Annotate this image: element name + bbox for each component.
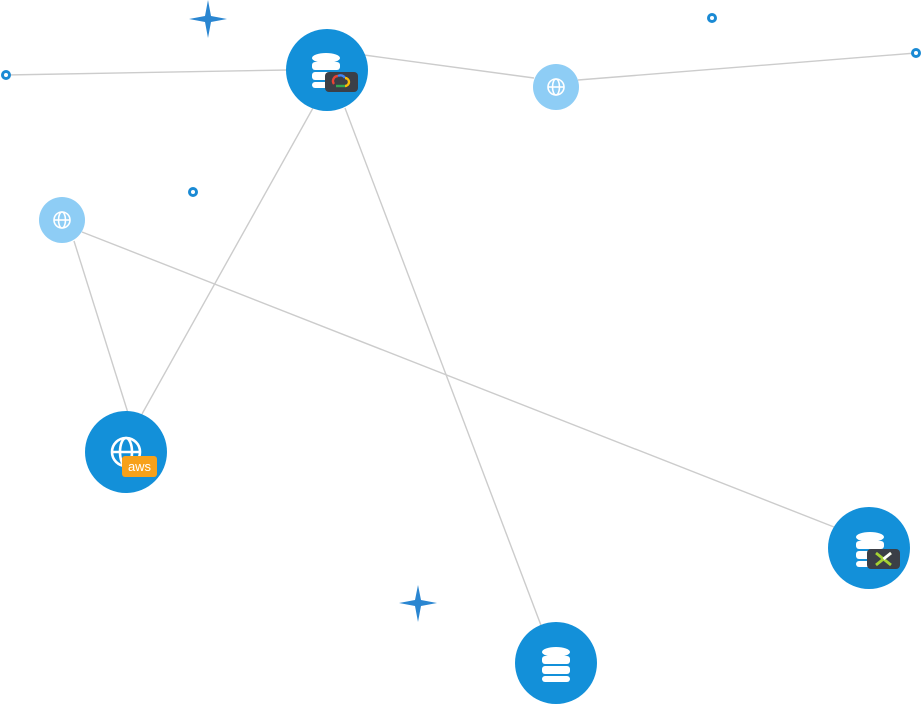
aws-web-node[interactable]: aws (85, 411, 167, 493)
globe-icon (547, 78, 565, 96)
edge-web-light-left-to-aws-web (73, 240, 129, 414)
edge-web-light-top-to-right-dot (577, 52, 917, 81)
aws-logo-icon: aws (122, 456, 157, 477)
database-bottom-node[interactable] (515, 622, 597, 704)
edges (5, 52, 917, 629)
gcp-database-node[interactable] (286, 29, 368, 111)
google-cloud-logo-icon (325, 72, 358, 92)
web-light-left-node[interactable] (39, 197, 85, 243)
endpoint-dot-right (911, 48, 921, 58)
database-icon (542, 647, 570, 682)
endpoint-dot-middle-left (188, 187, 198, 197)
aws-badge-text: aws (128, 459, 152, 474)
edge-gcp-database-to-database-bottom (344, 107, 543, 629)
web-light-top-node[interactable] (533, 64, 579, 110)
edge-left-dot-to-gcp-database (5, 69, 289, 76)
nutanix-logo-icon (867, 549, 900, 569)
sparkle-icon (189, 0, 227, 38)
endpoint-dot-left (1, 70, 11, 80)
edge-gcp-database-to-web-light-top (363, 54, 535, 79)
globe-icon (53, 211, 71, 229)
edge-web-light-left-to-nutanix-database (81, 231, 835, 528)
nutanix-database-node[interactable] (828, 507, 910, 589)
sparkle-icon (399, 585, 437, 622)
edge-gcp-database-to-aws-web (141, 107, 314, 415)
endpoint-dot-top-right (707, 13, 717, 23)
